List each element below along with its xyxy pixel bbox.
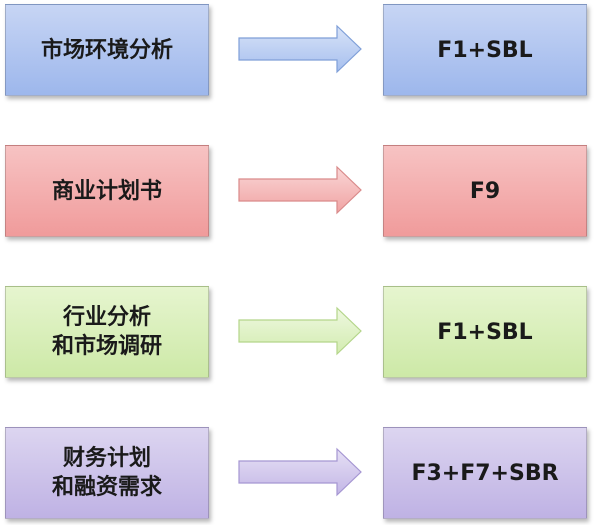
right-arrow-icon [238,447,362,497]
exam-box-business-plan: F9 [383,145,587,237]
exam-label: F9 [469,178,501,204]
exam-label: F1+SBL [437,319,533,345]
exam-box-industry-analysis: F1+SBL [383,286,587,378]
topic-box-industry-analysis: 行业分析 和市场调研 [5,286,209,378]
exam-label: F3+F7+SBR [411,460,559,486]
topic-box-financial-plan: 财务计划 和融资需求 [5,427,209,519]
topic-box-market-environment: 市场环境分析 [5,4,209,96]
topic-label: 财务计划 和融资需求 [51,446,162,500]
exam-box-market-environment: F1+SBL [383,4,587,96]
exam-box-financial-plan: F3+F7+SBR [383,427,587,519]
exam-label: F1+SBL [437,37,533,63]
topic-label: 行业分析 和市场调研 [51,305,162,359]
topic-box-business-plan: 商业计划书 [5,145,209,237]
right-arrow-icon [238,165,362,215]
right-arrow-icon [238,24,362,74]
topic-label: 商业计划书 [51,178,162,204]
topic-label: 市场环境分析 [40,37,173,63]
right-arrow-icon [238,306,362,356]
